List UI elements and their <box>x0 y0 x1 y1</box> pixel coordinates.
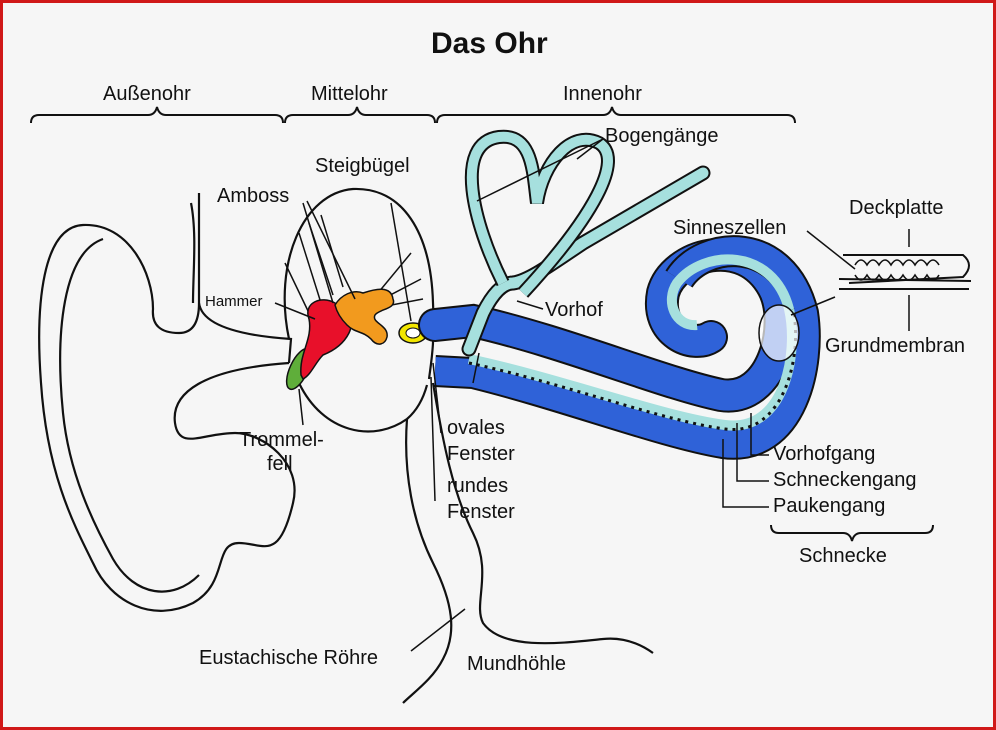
label-ovales-2: Fenster <box>447 443 515 465</box>
section-label-schnecke: Schnecke <box>799 545 887 567</box>
label-rundes-1: rundes <box>447 475 509 497</box>
label-vorhofgang: Vorhofgang <box>773 443 876 465</box>
label-eustachische-roehre: Eustachische Röhre <box>199 647 378 669</box>
section-label-innenohr: Innenohr <box>563 83 642 105</box>
label-trommelfell-2: fell <box>267 453 293 475</box>
ear-illustration <box>30 106 972 704</box>
section-label-mittelohr: Mittelohr <box>311 83 388 105</box>
label-ovales-1: ovales <box>447 417 505 439</box>
cochlea-shape <box>418 235 821 460</box>
outer-ear-outline <box>38 187 654 704</box>
label-paukengang: Paukengang <box>773 495 886 517</box>
corti-detail <box>838 254 972 290</box>
amboss-shape <box>334 288 395 345</box>
label-mundhoehle: Mundhöhle <box>467 653 566 675</box>
label-bogengaenge: Bogengänge <box>605 125 719 147</box>
bracket-schnecke <box>770 524 934 542</box>
label-vorhof: Vorhof <box>545 299 603 321</box>
bracket-innenohr <box>436 106 796 124</box>
label-trommelfell-1: Trommel- <box>239 429 324 451</box>
page-title: Das Ohr <box>431 27 548 60</box>
bracket-mittelohr <box>284 106 436 124</box>
pointer-lines <box>274 138 910 652</box>
section-label-aussenohr: Außenohr <box>103 83 191 105</box>
label-schneckengang: Schneckengang <box>773 469 917 491</box>
label-rundes-2: Fenster <box>447 501 515 523</box>
label-grundmembran: Grundmembran <box>825 335 966 357</box>
label-deckplatte: Deckplatte <box>849 197 944 219</box>
vestibular-shape <box>461 129 711 384</box>
label-steigbuegel: Steigbügel <box>315 155 410 177</box>
label-hammer: Hammer <box>205 293 263 310</box>
label-amboss: Amboss <box>217 185 290 207</box>
label-sinneszellen: Sinneszellen <box>673 217 787 239</box>
bracket-aussenohr <box>30 106 284 124</box>
